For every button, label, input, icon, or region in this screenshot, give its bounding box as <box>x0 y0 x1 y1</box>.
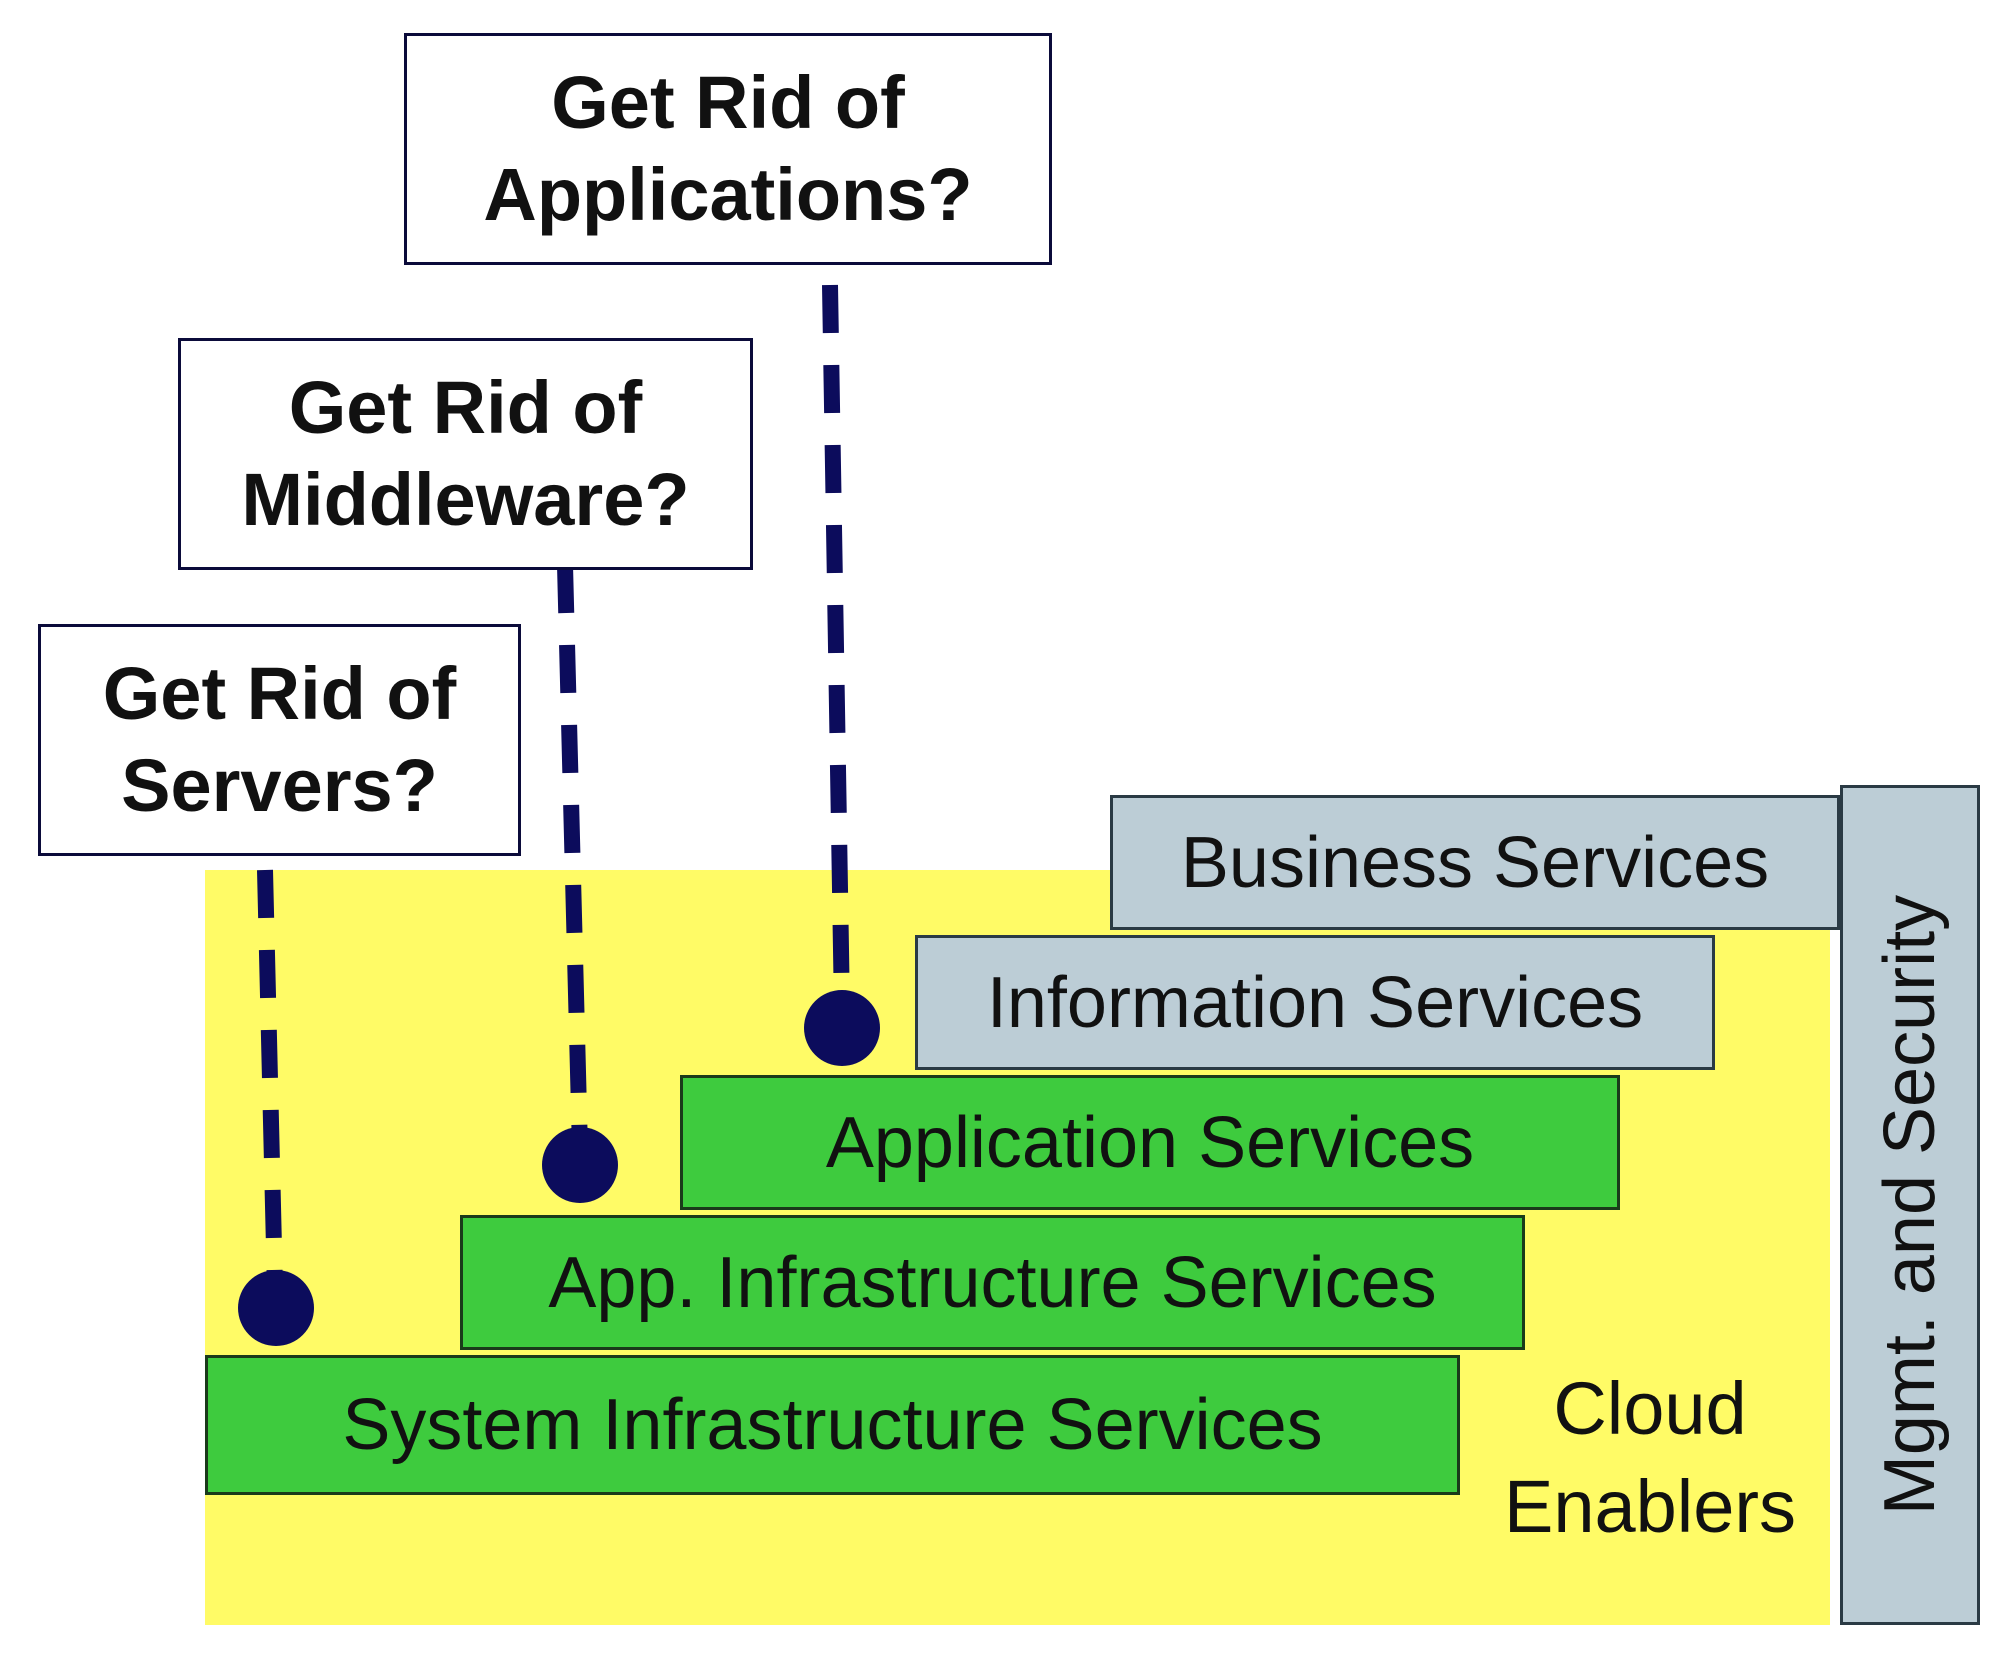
application-services-layer: Application Services <box>680 1075 1620 1210</box>
app-infrastructure-services-layer: App. Infrastructure Services <box>460 1215 1525 1350</box>
application-services-label: Application Services <box>825 1102 1475 1183</box>
question-applications-box: Get Rid of Applications? <box>404 33 1052 265</box>
question-servers-box: Get Rid of Servers? <box>38 624 521 856</box>
system-infrastructure-services-layer: System Infrastructure Services <box>205 1355 1460 1495</box>
information-services-label: Information Services <box>986 962 1644 1043</box>
dot-servers <box>238 1270 314 1346</box>
cloud-enablers-label: Cloud Enablers <box>1503 1367 1797 1548</box>
question-applications-text: Get Rid of Applications? <box>483 61 973 236</box>
question-middleware-box: Get Rid of Middleware? <box>178 338 753 570</box>
business-services-layer: Business Services <box>1110 795 1840 930</box>
app-infrastructure-services-label: App. Infrastructure Services <box>548 1242 1437 1323</box>
connector-servers <box>257 869 283 1291</box>
information-services-layer: Information Services <box>915 935 1715 1070</box>
dot-applications <box>804 990 880 1066</box>
business-services-label: Business Services <box>1180 822 1770 903</box>
question-middleware-text: Get Rid of Middleware? <box>241 366 690 541</box>
mgmt-security-bar: Mgmt. and Security <box>1840 785 1980 1625</box>
system-infrastructure-services-label: System Infrastructure Services <box>342 1385 1323 1465</box>
connector-applications <box>822 284 850 1011</box>
dot-middleware <box>542 1127 618 1203</box>
connector-middleware <box>557 564 588 1151</box>
question-servers-text: Get Rid of Servers? <box>102 652 457 827</box>
